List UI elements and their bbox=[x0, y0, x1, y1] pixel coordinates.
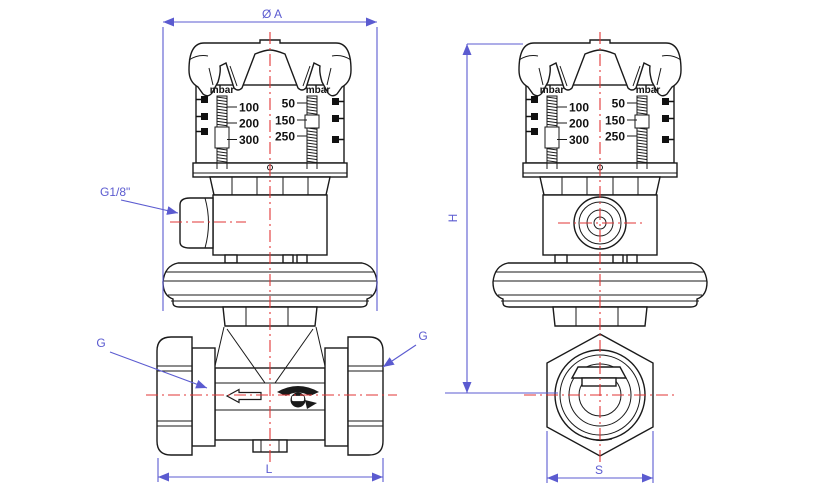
brand-logo-icon bbox=[277, 386, 319, 409]
gauge-port bbox=[179, 197, 214, 249]
dimension-annotations: Ø A H L S G1/8" G bbox=[96, 7, 654, 483]
valve-seat-slot bbox=[581, 377, 617, 387]
gauge-port-callout: G1/8" bbox=[100, 185, 179, 215]
dimension-across-flats-S: S bbox=[546, 431, 654, 483]
union-collar-left bbox=[191, 347, 216, 447]
outlet-thread-callout: G bbox=[382, 329, 428, 368]
dimension-diameter-A: Ø A bbox=[162, 7, 378, 311]
union-collar-right bbox=[324, 347, 349, 447]
union-nut-left bbox=[156, 336, 193, 456]
centerlines bbox=[146, 32, 674, 466]
seat-chord-line bbox=[584, 436, 613, 442]
flow-direction-arrow-icon bbox=[225, 388, 262, 404]
body-struts bbox=[214, 326, 326, 384]
length-label: L bbox=[266, 462, 273, 476]
inlet-thread-label: G bbox=[96, 336, 105, 350]
union-nut-right bbox=[347, 336, 384, 456]
dimension-height-H: H bbox=[445, 43, 558, 394]
height-label: H bbox=[446, 214, 460, 223]
outlet-thread-label: G bbox=[418, 329, 427, 343]
inlet-thread-callout: G bbox=[96, 336, 208, 389]
gauge-port-label: G1/8" bbox=[100, 185, 130, 199]
valve-seat-cone bbox=[570, 366, 628, 379]
across-flats-label: S bbox=[595, 463, 603, 477]
dimension-length-L: L bbox=[157, 458, 384, 482]
diameter-label: Ø A bbox=[262, 7, 282, 21]
